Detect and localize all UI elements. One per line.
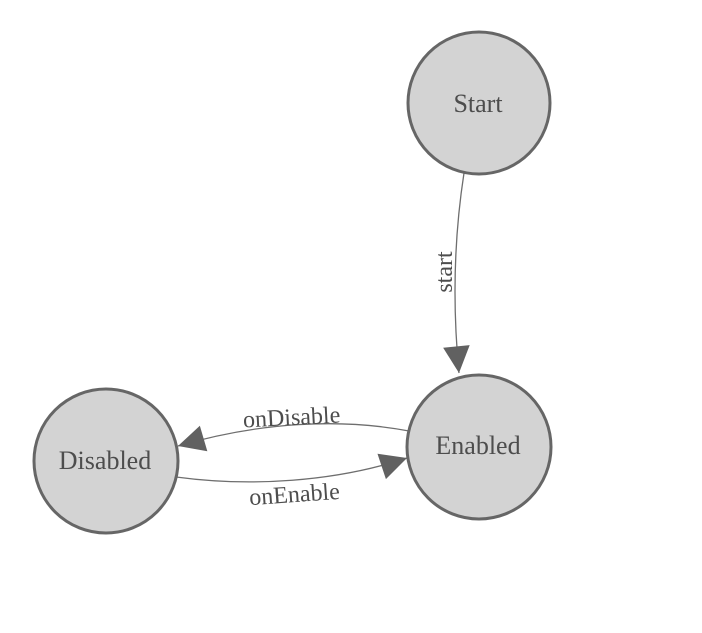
edge-label-ondisable: onDisable — [242, 402, 341, 433]
edge-start-to-enabled — [443, 172, 470, 374]
state-node-enabled[interactable] — [405, 373, 553, 521]
edge-disabled-to-enabled — [175, 453, 408, 483]
state-node-enabled-label: Enabled — [435, 431, 520, 460]
edge-label-onenable: onEnable — [248, 479, 340, 511]
state-node-disabled[interactable] — [32, 387, 180, 535]
state-node-disabled-label: Disabled — [59, 446, 151, 475]
edge-enabled-to-disabled — [177, 423, 410, 452]
edge-label-start: start — [432, 251, 458, 293]
state-node-start-label: Start — [453, 89, 503, 118]
state-node-start[interactable] — [406, 30, 552, 176]
